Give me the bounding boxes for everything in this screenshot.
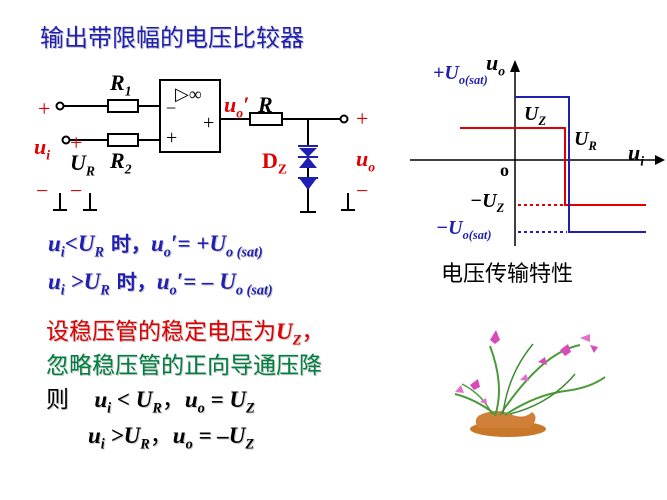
- dz-label: DZ: [262, 148, 287, 177]
- pos-sat-label: +Uo(sat): [433, 62, 488, 87]
- note-line-2: 忽略稳压管的正向导通压降: [46, 353, 322, 379]
- note-line-3: 则 ui < UR，uo = UZ: [46, 387, 255, 417]
- r2-label: R2: [110, 148, 132, 177]
- opamp-minus: −: [166, 98, 177, 118]
- plus-right: +: [356, 106, 369, 131]
- condition-line-2: ui >UR 时，uo′= – Uo (sat): [48, 269, 273, 299]
- uo-prime-label: uo′: [224, 92, 250, 121]
- opamp-plus-output: +: [203, 112, 215, 134]
- orchid-picture: [454, 330, 606, 437]
- resistor-r1: [107, 99, 139, 113]
- note-line-1: 设稳压管的稳定电压为UZ，: [46, 319, 325, 349]
- y-axis-label: uo: [486, 50, 506, 79]
- zener-diode: [298, 145, 318, 190]
- neg-uz-label: −UZ: [470, 190, 505, 215]
- uz-label: UZ: [524, 103, 547, 128]
- plus-left-top: +: [38, 96, 51, 121]
- note-line-4: ui >UR，uo = –UZ: [88, 423, 255, 453]
- origin-label: o: [500, 160, 509, 180]
- opamp-symbol: ▷∞: [175, 84, 202, 104]
- x-axis-label: ui: [628, 140, 645, 169]
- minus-left: −: [36, 178, 49, 203]
- ur-label: UR: [70, 150, 95, 179]
- opamp-plus-input: +: [166, 127, 178, 149]
- minus-left-2: −: [70, 178, 83, 203]
- plus-left-mid: +: [70, 130, 83, 155]
- r1-label: R1: [110, 70, 132, 99]
- neg-sat-label: −Uo(sat): [436, 217, 492, 242]
- ur-graph-label: UR: [574, 128, 597, 153]
- minus-right: −: [356, 178, 369, 203]
- red-curve: [460, 127, 646, 206]
- input-terminal-mid: [61, 135, 71, 145]
- condition-line-1: ui<UR 时，uo′= +Uo (sat): [48, 231, 263, 261]
- ui-label: ui: [34, 134, 51, 163]
- x-axis-arrow: [655, 155, 665, 165]
- transfer-graph: [410, 60, 665, 246]
- blue-curve: [515, 96, 646, 233]
- y-axis-arrow: [510, 60, 520, 72]
- output-terminal: [339, 114, 349, 124]
- resistor-r2: [107, 133, 139, 147]
- r-label: R: [258, 92, 273, 117]
- input-terminal-top: [55, 101, 65, 111]
- opamp-box: [159, 79, 221, 153]
- slide-title: 输出带限幅的电压比较器: [40, 24, 304, 52]
- uo-label: uo: [356, 146, 376, 175]
- graph-caption: 电压传输特性: [441, 262, 574, 287]
